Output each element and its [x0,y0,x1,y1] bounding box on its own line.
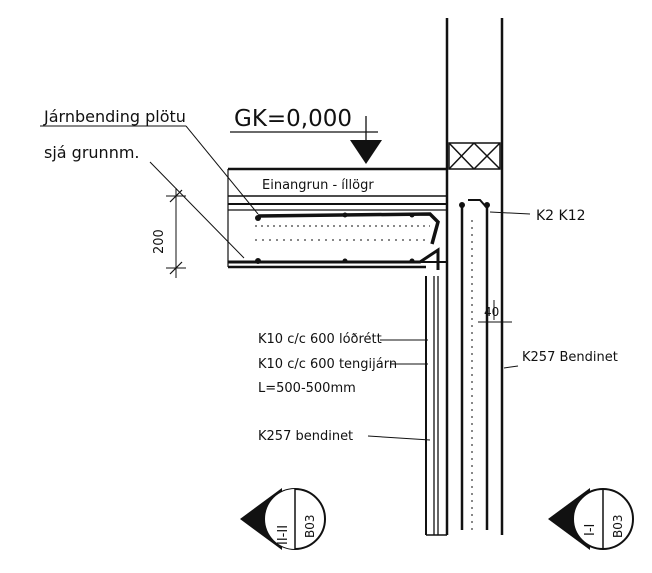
level-marker [230,116,382,164]
wall-bars-note-2: K10 c/c 600 tengijárn [258,357,397,372]
wall-bars-note-3: L=500-500mm [258,381,356,396]
cross-bracing-block [448,142,501,170]
section-right-label: I-I [583,524,598,536]
mesh-right-leader [503,365,519,369]
wall-bars-note-1: K10 c/c 600 lóðrétt [258,332,382,347]
mesh-left-leader [367,435,431,441]
ground-level-label: GK=0,000 [234,106,352,132]
wall-top-bars-label: K2 K12 [536,208,586,224]
mesh-left-label: K257 bendinet [258,429,353,444]
section-left-sheet: B03 [303,514,317,538]
insulation-label: Einangrun - íllögr [262,178,374,193]
section-right-sheet: B03 [611,514,625,538]
slab-rebar-note-1: Járnbending plötu [43,107,186,126]
section-marker-left: II-II B03 [240,488,326,550]
small-dimension-label: 40 [484,305,499,319]
wall-top-bars-leader [489,211,531,215]
lower-wall [425,276,447,536]
wall-rebar [459,199,495,530]
slab-rebar [228,212,440,270]
slab-rebar-leader [40,125,259,259]
thickness-dimension [166,188,186,278]
mesh-right-label: K257 Bendinet [522,350,618,365]
section-left-label: II-II [276,525,291,545]
slab-rebar-note-2: sjá grunnm. [44,143,140,162]
wall-outline [445,18,504,535]
slab-thickness-label: 200 [152,229,167,254]
section-marker-right: I-I B03 [548,488,634,550]
